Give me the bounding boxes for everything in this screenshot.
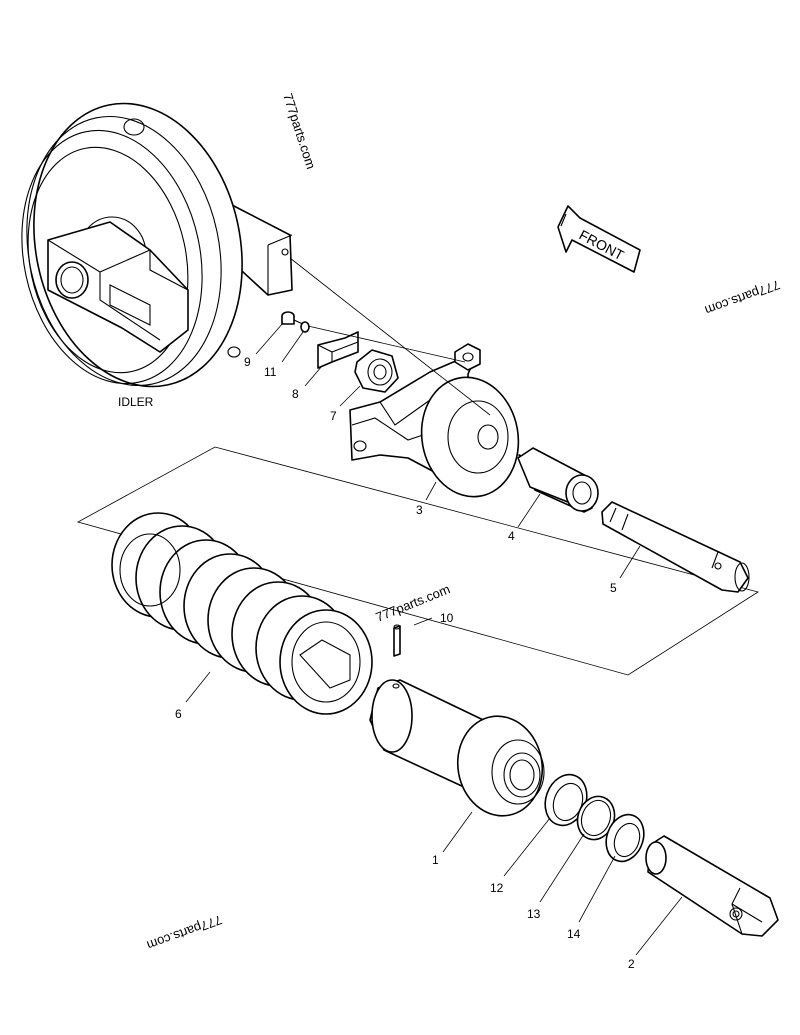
part-3-yoke [349,343,520,498]
callout-1: 1 [432,853,439,867]
callout-14: 14 [567,927,581,941]
front-arrow-icon: FRONT [557,205,641,273]
part-4-bushing [517,447,599,513]
callout-8: 8 [292,387,299,401]
idler-axle-bracket [47,221,189,353]
alignment-line [289,257,491,416]
part-1-rod [369,679,545,817]
watermark-1: 777parts.com [280,91,319,171]
part-2-pin [645,835,779,937]
leader-lines [185,322,683,956]
idler-wheel [21,102,293,388]
callout-10: 10 [440,611,454,625]
callout-2: 2 [628,957,635,971]
callout-3: 3 [416,503,423,517]
part-5-pin [601,501,750,593]
idler-label: IDLER [118,395,154,409]
part-8-plate [317,331,359,369]
watermark-4: 777parts.com [145,912,224,953]
watermark-2: 777parts.com [703,277,782,318]
callout-9: 9 [244,355,251,369]
part-14-seal [605,813,645,863]
part-6-spring [111,512,373,715]
part-9-bolt [281,311,306,326]
callout-12: 12 [490,881,504,895]
callout-7: 7 [330,409,337,423]
part-10-roll-pin [393,624,401,657]
callout-11: 11 [264,365,277,379]
part-7-nut [354,349,399,393]
part-12-seal [544,773,588,827]
callout-4: 4 [508,529,515,543]
callout-5: 5 [610,581,617,595]
callout-6: 6 [175,707,182,721]
assembly-outline [76,446,759,676]
part-11-washer [300,321,310,333]
callout-13: 13 [527,907,541,921]
alignment-line [307,325,466,363]
